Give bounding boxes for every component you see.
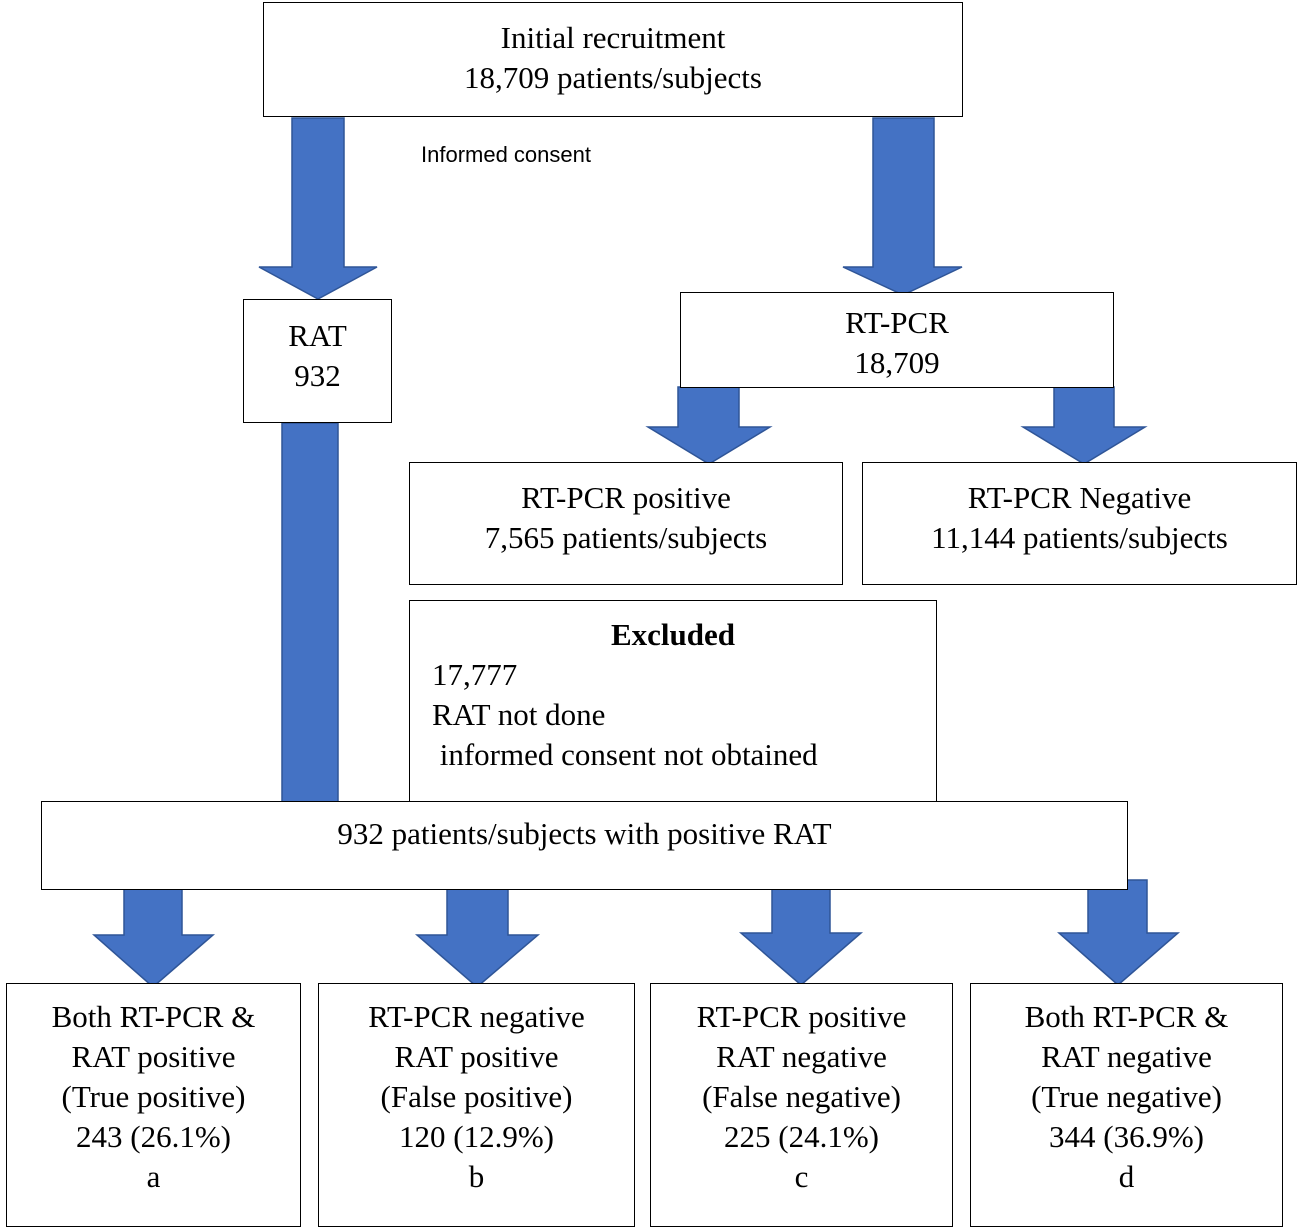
outcome-count: 243 (26.1%): [76, 1119, 231, 1154]
rtpcr-label: RT-PCR: [845, 305, 949, 340]
arrow-to-outcome-b: [414, 882, 541, 988]
excluded-reason-consent: informed consent not obtained: [432, 737, 818, 772]
outcome-line2: RAT positive: [71, 1039, 236, 1074]
rat-label: RAT: [288, 318, 347, 353]
outcome-line1: Both RT-PCR &: [1024, 999, 1229, 1034]
outcome-letter: d: [1118, 1159, 1135, 1194]
initial-title: Initial recruitment: [500, 20, 726, 55]
outcome-box-a: Both RT-PCR & RAT positive (True positiv…: [6, 983, 301, 1227]
outcome-line1: Both RT-PCR &: [51, 999, 256, 1034]
arrow-initial-to-rtpcr: [842, 117, 963, 296]
excluded-title: Excluded: [610, 617, 736, 652]
arrow-to-outcome-a: [92, 882, 216, 988]
excluded-box: Excluded 17,777 RAT not done informed co…: [409, 600, 937, 803]
arrow-rtpcr-to-positive: [645, 386, 773, 465]
outcome-box-d: Both RT-PCR & RAT negative (True negativ…: [970, 983, 1283, 1227]
outcome-letter: a: [146, 1159, 161, 1194]
rtpcr-positive-box: RT-PCR positive 7,565 patients/subjects: [409, 462, 843, 585]
rtpcr-count: 18,709: [854, 345, 940, 380]
outcome-count: 225 (24.1%): [724, 1119, 879, 1154]
rtpcr-positive-count: 7,565 patients/subjects: [484, 520, 768, 555]
arrow-rat-to-positive-rat: [281, 422, 339, 804]
outcome-line1: RT-PCR negative: [368, 999, 585, 1034]
outcome-line2: RAT positive: [394, 1039, 559, 1074]
arrow-to-outcome-d: [1057, 879, 1181, 986]
outcome-letter: b: [468, 1159, 485, 1194]
outcome-line1: RT-PCR positive: [696, 999, 907, 1034]
rtpcr-positive-label: RT-PCR positive: [521, 480, 731, 515]
outcome-count: 120 (12.9%): [399, 1119, 554, 1154]
positive-rat-label: 932 patients/subjects with positive RAT: [337, 816, 832, 851]
positive-rat-box: 932 patients/subjects with positive RAT: [41, 801, 1128, 890]
rtpcr-negative-label: RT-PCR Negative: [967, 480, 1192, 515]
rtpcr-negative-box: RT-PCR Negative 11,144 patients/subjects: [862, 462, 1297, 585]
outcome-line3: (True positive): [61, 1079, 246, 1114]
initial-recruitment-box: Initial recruitment 18,709 patients/subj…: [263, 2, 963, 117]
rat-count: 932: [294, 358, 341, 393]
arrow-initial-to-rat: [258, 117, 378, 300]
excluded-count: 17,777: [432, 657, 518, 692]
outcome-box-c: RT-PCR positive RAT negative (False nega…: [650, 983, 953, 1227]
initial-count: 18,709 patients/subjects: [464, 60, 762, 95]
outcome-count: 344 (36.9%): [1049, 1119, 1204, 1154]
outcome-line2: RAT negative: [1041, 1039, 1212, 1074]
outcome-line3: (False positive): [380, 1079, 573, 1114]
rtpcr-box: RT-PCR 18,709: [680, 292, 1114, 388]
arrow-rtpcr-to-negative: [1020, 386, 1148, 465]
rat-box: RAT 932: [243, 299, 392, 423]
excluded-reason-rat: RAT not done: [432, 697, 606, 732]
outcome-box-b: RT-PCR negative RAT positive (False posi…: [318, 983, 635, 1227]
arrow-to-outcome-c: [738, 879, 864, 986]
outcome-line3: (False negative): [702, 1079, 901, 1114]
outcome-letter: c: [794, 1159, 809, 1194]
informed-consent-label: Informed consent: [421, 142, 591, 167]
outcome-line2: RAT negative: [716, 1039, 887, 1074]
rtpcr-negative-count: 11,144 patients/subjects: [931, 520, 1228, 555]
outcome-line3: (True negative): [1031, 1079, 1222, 1114]
